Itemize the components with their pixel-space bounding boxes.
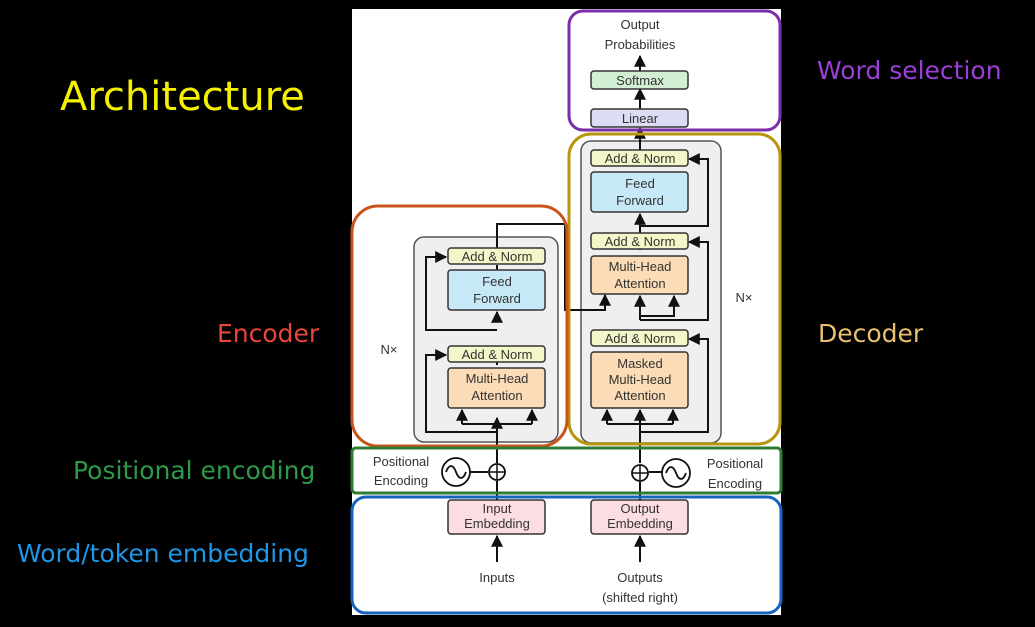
encoder-add-norm-1-text: Add & Norm (462, 347, 533, 362)
decoder-nx-text: N× (736, 290, 753, 305)
decoder-add-norm-3-text: Add & Norm (605, 151, 676, 166)
output-embedding-text-2: Embedding (607, 516, 673, 531)
word-selection-region (567, 9, 782, 132)
decoder-pos-enc-text-2: Encoding (708, 476, 762, 491)
decoder-pos-enc-text-1: Positional (707, 456, 763, 471)
encoder-feed-forward (447, 269, 546, 311)
encoder-feed-text-2: Forward (473, 291, 521, 306)
encoder-stack (413, 236, 559, 443)
decoder-add-norm-3 (590, 149, 689, 167)
softmax-text: Softmax (616, 73, 664, 88)
masked-text-3: Attention (614, 388, 665, 403)
decoder-add-norm-1 (590, 329, 689, 347)
positional-encoding-region (350, 446, 783, 495)
encoder-multi-head-attention (447, 367, 546, 409)
decoder-add-norm-2-text: Add & Norm (605, 234, 676, 249)
decoder-feed-text-2: Forward (616, 193, 664, 208)
linear-box (590, 108, 689, 128)
linear-text: Linear (622, 111, 659, 126)
encoder-nx-text: N× (381, 342, 398, 357)
softmax-box (590, 70, 689, 90)
decoder-mha-text-2: Attention (614, 276, 665, 291)
encoder-label: Encoder (217, 319, 320, 348)
encoder-region (350, 204, 569, 448)
word-selection-label: Word selection (817, 56, 1002, 85)
output-probabilities-text-1: Output (620, 17, 659, 32)
decoder-feed-text-1: Feed (625, 176, 655, 191)
decoder-mha-text-1: Multi-Head (609, 259, 672, 274)
word-embedding-region (350, 495, 783, 615)
encoder-sine-icon (441, 457, 471, 487)
encoder-pos-enc-text-1: Positional (373, 454, 429, 469)
encoder-mha-text-1: Multi-Head (466, 371, 529, 386)
input-embedding-text-1: Input (483, 501, 512, 516)
encoder-add-norm-2 (447, 247, 546, 265)
encoder-pos-enc-text-2: Encoding (374, 473, 428, 488)
inputs-text: Inputs (479, 570, 515, 585)
decoder-add-icon (631, 464, 649, 482)
word-embedding-label: Word/token embedding (17, 539, 309, 568)
decoder-label: Decoder (818, 319, 924, 348)
decoder-sine-icon (661, 458, 691, 488)
decoder-feed-forward (590, 171, 689, 213)
output-probabilities-text-2: Probabilities (605, 37, 676, 52)
output-embedding-box (590, 499, 689, 535)
input-embedding-box (447, 499, 546, 535)
masked-text-1: Masked (617, 356, 663, 371)
output-embedding-text-1: Output (620, 501, 659, 516)
page-title: Architecture (60, 74, 305, 120)
encoder-add-norm-2-text: Add & Norm (462, 249, 533, 264)
input-embedding-text-2: Embedding (464, 516, 530, 531)
outputs-text-2: (shifted right) (602, 590, 678, 605)
positional-encoding-label: Positional encoding (73, 456, 316, 485)
masked-text-2: Multi-Head (609, 372, 672, 387)
encoder-add-norm-1 (447, 345, 546, 363)
decoder-multi-head-attention (590, 255, 689, 295)
outputs-text-1: Outputs (617, 570, 663, 585)
masked-multi-head-attention (590, 351, 689, 409)
encoder-feed-text-1: Feed (482, 274, 512, 289)
encoder-add-icon (488, 463, 506, 481)
encoder-mha-text-2: Attention (471, 388, 522, 403)
decoder-add-norm-2 (590, 232, 689, 250)
decoder-region (567, 132, 782, 446)
decoder-add-norm-1-text: Add & Norm (605, 331, 676, 346)
